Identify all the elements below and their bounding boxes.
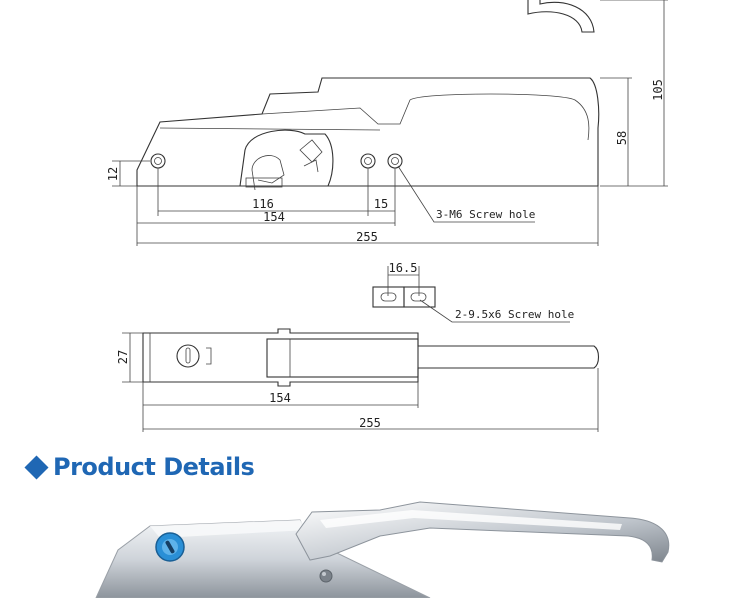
dimension-255: 255 xyxy=(356,230,378,244)
plan-view-drawing: 16.5 2-9.5x6 Screw hole 27 154 255 xyxy=(116,261,600,432)
rivet xyxy=(319,569,333,583)
dimension-16-5: 16.5 xyxy=(389,261,418,275)
handle-channel xyxy=(266,338,419,378)
dimension-255: 255 xyxy=(359,416,381,430)
screw-hole xyxy=(387,153,403,169)
dimension-154: 154 xyxy=(263,210,285,224)
keyhole-slot xyxy=(185,347,191,364)
screw-hole xyxy=(150,153,166,169)
dimension-15: 15 xyxy=(374,197,388,211)
callout-screw-hole-m6: 3-M6 Screw hole xyxy=(436,208,535,221)
handle-top-stub xyxy=(527,0,595,33)
latch-body-inner-line xyxy=(261,93,590,141)
mechanism-lever xyxy=(299,139,323,173)
keyhole xyxy=(176,344,200,368)
dimension-58: 58 xyxy=(615,131,629,145)
section-title: Product Details xyxy=(53,453,255,481)
mechanism-plate xyxy=(245,177,283,188)
slot-box xyxy=(403,286,436,308)
product-photo xyxy=(95,501,670,598)
keyhole xyxy=(165,540,175,554)
latch-plan-outline xyxy=(142,328,600,387)
dimension-27: 27 xyxy=(116,350,130,364)
dimension-116: 116 xyxy=(252,197,274,211)
slot-hole xyxy=(380,292,397,302)
section-heading: Product Details xyxy=(22,450,255,484)
side-view-drawing: 58 105 12 116 15 154 255 3-M6 Screw hole xyxy=(106,0,668,246)
dimension-105: 105 xyxy=(651,79,665,101)
mechanism-cutout xyxy=(239,129,334,187)
screw-hole xyxy=(360,153,376,169)
latch-body-edge xyxy=(159,127,381,131)
callout-leader xyxy=(397,165,535,223)
mechanism-cam xyxy=(251,155,285,191)
latch-body-outline xyxy=(136,77,600,187)
callout-screw-hole-slot: 2-9.5x6 Screw hole xyxy=(455,308,574,321)
callout-leader xyxy=(419,299,570,323)
technical-drawing: 58 105 12 116 15 154 255 3-M6 Screw hole xyxy=(106,0,668,432)
slot-box xyxy=(372,286,405,308)
handle-photo xyxy=(295,501,670,563)
dimension-154: 154 xyxy=(269,391,291,405)
diamond-icon xyxy=(24,454,49,480)
dimension-12: 12 xyxy=(106,167,120,181)
slot-hole xyxy=(410,292,427,302)
